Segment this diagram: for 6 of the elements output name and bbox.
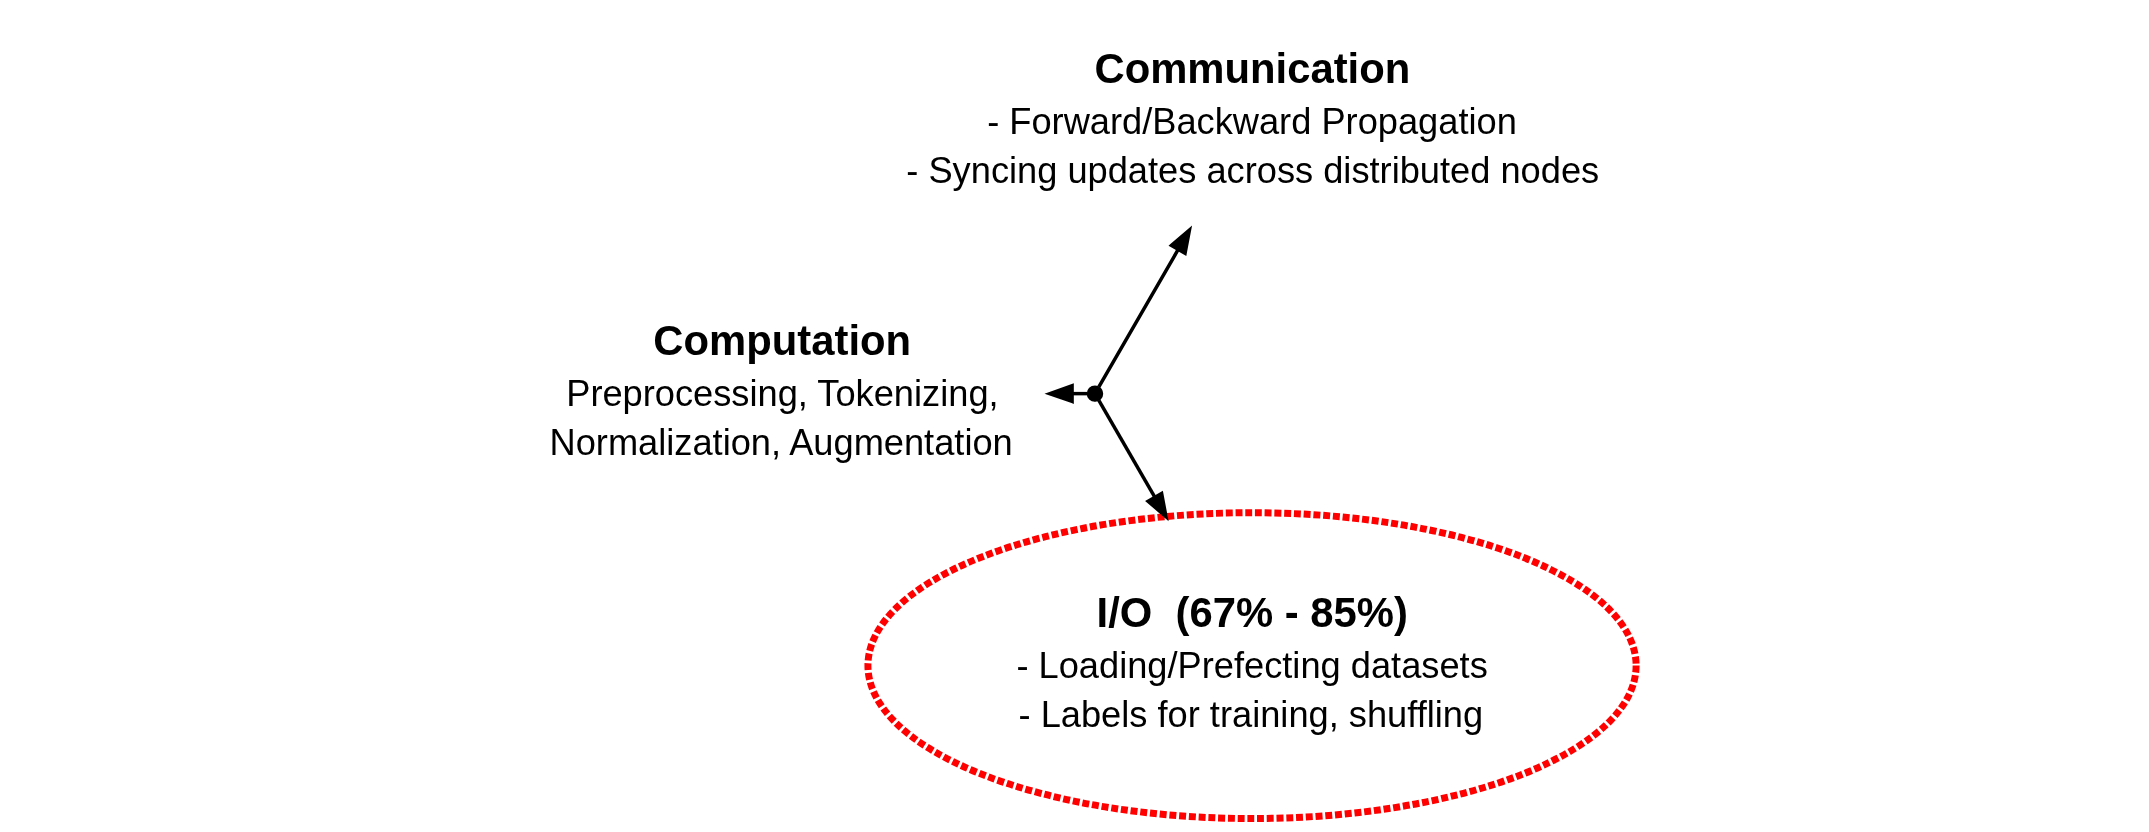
node-ellipse: I/O (67% - 85%) - Loading/Prefecting datasets - Labels for training, shuffling: [864, 509, 1640, 822]
arrow: [1097, 225, 1193, 388]
node-text: Communication - Forward/Backward Propagation - Syncing updates across distributed nodes: [906, 44, 1600, 191]
arrow: [1097, 399, 1169, 522]
node-text: Computation Preprocessing, Tokenizing, Normalization, Augmentation: [549, 316, 1013, 463]
node-point: [1086, 385, 1104, 402]
